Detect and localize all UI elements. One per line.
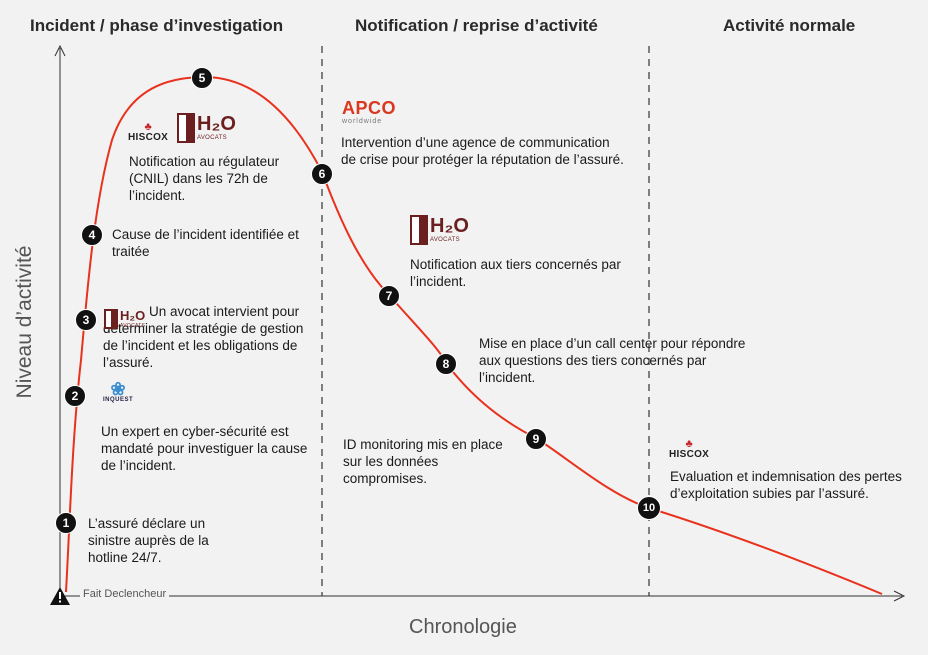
h2o-avocats-logo-small: H₂O AVOCATS xyxy=(104,309,145,329)
step-marker-3: 3 xyxy=(75,309,97,331)
apco-worldwide-logo: APCO worldwide xyxy=(342,98,397,125)
step-text-5: Notification au régulateur (CNIL) dans l… xyxy=(129,154,280,203)
trigger-label: Fait Declencheur xyxy=(80,588,170,600)
step-text-4: Cause de l’incident identifiée et traité… xyxy=(112,227,299,259)
step-text-10: Evaluation et indemnisation des pertes d… xyxy=(670,469,902,501)
phase-title-incident: Incident / phase d’investigation xyxy=(30,16,284,35)
warning-triangle-icon xyxy=(50,587,70,605)
hiscox-logo-step10: ♣ HISCOX xyxy=(669,438,710,461)
h2o-square-icon xyxy=(410,215,428,245)
step-marker-4: 4 xyxy=(81,224,103,246)
phase-title-normal: Activité normale xyxy=(723,16,856,35)
h2o-square-icon xyxy=(177,113,195,143)
activity-curve xyxy=(65,75,883,595)
step-text-9: ID monitoring mis en place sur les donné… xyxy=(343,437,503,486)
step-text-6: Intervention d’une agence de communicati… xyxy=(341,135,624,167)
step-text-8: Mise en place d’un call center pour répo… xyxy=(479,336,746,385)
step-marker-2: 2 xyxy=(64,385,86,407)
h2o-avocats-logo-step7: H₂O AVOCATS xyxy=(410,215,469,245)
step-text-1: L’assuré déclare un sinistre auprès de l… xyxy=(88,516,209,565)
x-axis-arrow xyxy=(893,590,906,602)
inquest-swirl-icon: ❀ xyxy=(110,379,126,399)
step-marker-1: 1 xyxy=(55,512,77,534)
phase-title-notification: Notification / reprise d’activité xyxy=(355,16,598,35)
x-axis-title: Chronologie xyxy=(409,616,517,638)
step-marker-5: 5 xyxy=(191,67,213,89)
h2o-avocats-logo: H₂O AVOCATS xyxy=(177,113,236,143)
step-marker-8: 8 xyxy=(435,353,457,375)
y-axis-arrow xyxy=(54,44,66,57)
y-axis-title: Niveau d’activité xyxy=(13,245,36,399)
step-text-7: Notification aux tiers concernés par l’i… xyxy=(410,257,621,289)
step-marker-7: 7 xyxy=(378,285,400,307)
hiscox-crest-icon: ♣ xyxy=(144,121,152,133)
hiscox-logo: ♣ HISCOX xyxy=(128,121,169,144)
step-text-3: Un avocat intervient pour déterminer la … xyxy=(103,304,304,370)
inquest-logo: ❀ INQUEST xyxy=(103,379,134,403)
step-text-2: Un expert en cyber-sécurité est mandaté … xyxy=(101,424,308,473)
hiscox-crest-icon: ♣ xyxy=(685,438,693,450)
step-marker-10: 10 xyxy=(637,496,661,520)
h2o-square-icon xyxy=(104,309,118,329)
step-marker-9: 9 xyxy=(525,428,547,450)
step-marker-6: 6 xyxy=(311,163,333,185)
